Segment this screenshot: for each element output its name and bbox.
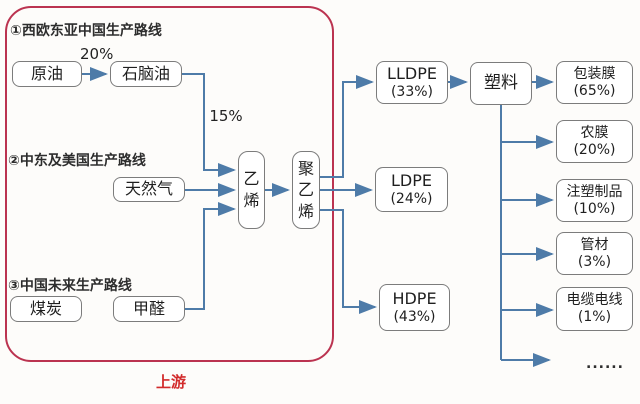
- node-plastic: 塑料: [470, 62, 532, 105]
- node-injection-products-share: (10%): [573, 200, 616, 217]
- route2-label: ②中东及美国生产路线: [8, 153, 146, 169]
- route1-label: ①西欧东亚中国生产路线: [10, 23, 162, 39]
- edge-pe-to-hdpe: [320, 209, 377, 314]
- node-pipes: 管材 (3%): [556, 232, 633, 275]
- node-packaging-film-share: (65%): [573, 82, 616, 99]
- node-pipes-label: 管材: [580, 236, 609, 253]
- node-crude-oil-label: 原油: [30, 63, 63, 83]
- upstream-frame: [5, 6, 334, 362]
- edge-naphtha-to-ethylene: [182, 73, 236, 177]
- node-natural-gas-label: 天然气: [124, 179, 173, 199]
- node-hdpe: HDPE (43%): [379, 284, 450, 331]
- node-naphtha-label: 石脑油: [121, 63, 170, 83]
- node-natural-gas: 天然气: [113, 177, 185, 202]
- node-plastic-label: 塑料: [484, 73, 518, 94]
- node-formaldehyde: 甲醛: [113, 296, 185, 322]
- node-agri-film: 农膜 (20%): [556, 120, 633, 163]
- route3-label: ③中国未来生产路线: [8, 278, 132, 294]
- node-coal-label: 煤炭: [29, 298, 62, 318]
- node-injection-products-label: 注塑制品: [566, 183, 623, 200]
- node-ethylene-label: 乙烯: [243, 169, 260, 210]
- node-lldpe: LLDPE (33%): [376, 61, 448, 104]
- node-cables-label: 电缆电线: [566, 292, 623, 309]
- node-injection-products: 注塑制品 (10%): [556, 179, 633, 222]
- node-ethylene: 乙烯: [238, 151, 265, 229]
- node-polyethylene: 聚乙烯: [292, 151, 320, 229]
- edge-formaldehyde-to-ethylene: [185, 202, 236, 310]
- node-pipes-share: (3%): [577, 253, 612, 270]
- node-coal: 煤炭: [10, 296, 82, 322]
- node-packaging-film-label: 包装膜: [573, 65, 616, 82]
- node-packaging-film: 包装膜 (65%): [556, 61, 633, 104]
- node-cables: 电缆电线 (1%): [556, 287, 633, 331]
- upstream-caption: 上游: [155, 373, 186, 391]
- yield-20pct-label: 20%: [80, 45, 114, 63]
- node-hdpe-label: HDPE: [392, 288, 437, 308]
- node-lldpe-share: (33%): [390, 83, 434, 100]
- yield-15pct-label: 15%: [209, 107, 243, 125]
- node-others-label: ......: [586, 356, 624, 372]
- edge-pe-to-lldpe: [320, 75, 374, 178]
- node-ldpe-share: (24%): [390, 190, 433, 207]
- node-polyethylene-label: 聚乙烯: [297, 158, 314, 221]
- node-naphtha: 石脑油: [110, 61, 182, 87]
- node-formaldehyde-label: 甲醛: [132, 298, 165, 318]
- node-agri-film-share: (20%): [573, 141, 616, 158]
- node-cables-share: (1%): [577, 309, 612, 325]
- node-lldpe-label: LLDPE: [387, 63, 437, 83]
- node-ldpe-label: LDPE: [391, 170, 432, 190]
- node-crude-oil: 原油: [12, 61, 82, 87]
- node-agri-film-label: 农膜: [580, 124, 609, 141]
- node-hdpe-share: (43%): [393, 308, 436, 325]
- node-ldpe: LDPE (24%): [375, 167, 448, 212]
